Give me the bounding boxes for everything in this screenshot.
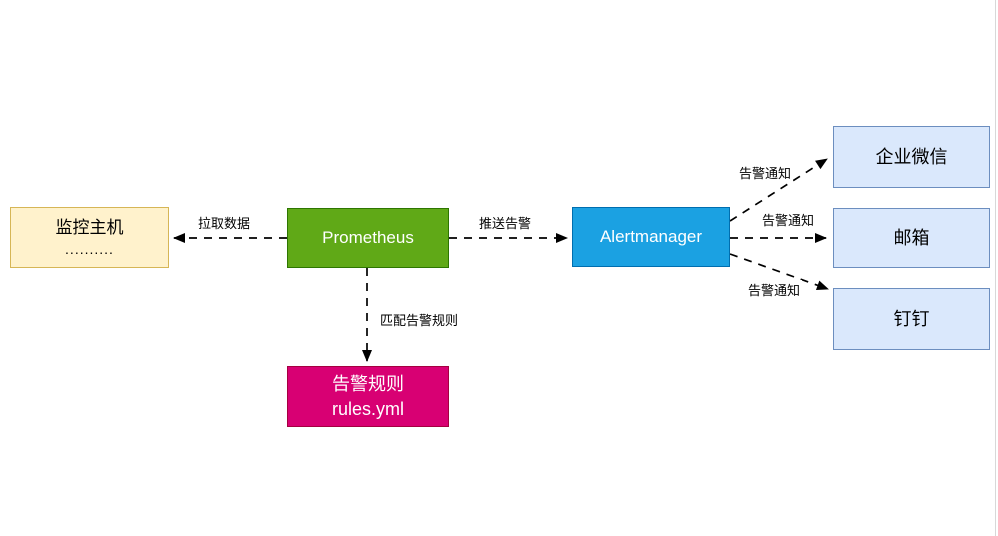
node-dingtalk: 钉钉: [833, 288, 990, 350]
notify-dingtalk-arrow: [729, 253, 829, 291]
node-alert-rules: 告警规则 rules.yml: [287, 366, 449, 427]
notify-wechat-arrow: [729, 158, 828, 222]
match-rules-label: 匹配告警规则: [378, 310, 461, 329]
wechat-work-label: 企业微信: [875, 146, 948, 167]
node-email: 邮箱: [833, 208, 990, 268]
pull-data-label: 拉取数据: [196, 213, 253, 232]
notify-dingtalk-label: 告警通知: [746, 280, 803, 299]
dingtalk-label: 钉钉: [893, 308, 930, 329]
node-prometheus: Prometheus: [287, 208, 449, 268]
node-alertmanager: Alertmanager: [572, 207, 730, 267]
push-alert-label: 推送告警: [477, 213, 534, 232]
node-monitor-host: 监控主机 ..........: [10, 207, 169, 268]
alert-rules-filename: rules.yml: [331, 398, 404, 419]
notify-wechat-label: 告警通知: [737, 163, 794, 182]
node-wechat-work: 企业微信: [833, 126, 990, 188]
page-boundary-line: [995, 0, 996, 536]
alertmanager-label: Alertmanager: [599, 226, 703, 246]
email-label: 邮箱: [893, 227, 930, 248]
alert-rules-label: 告警规则: [332, 374, 404, 395]
prometheus-label: Prometheus: [322, 227, 414, 247]
monitor-host-label: 监控主机: [55, 217, 124, 237]
notify-email-label: 告警通知: [760, 210, 817, 229]
monitor-host-dots: ..........: [65, 240, 114, 257]
